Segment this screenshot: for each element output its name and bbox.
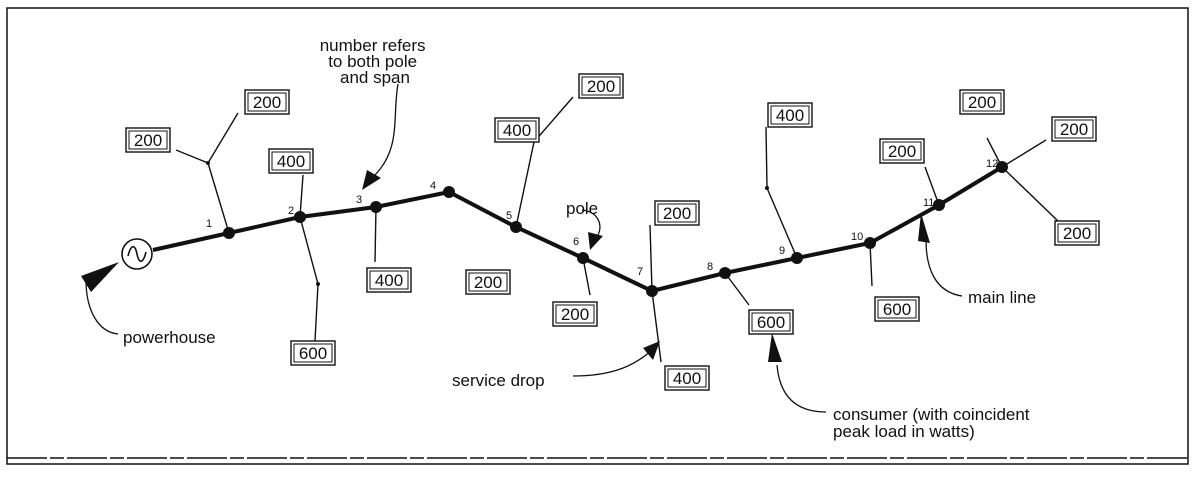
consumer-load-value: 600: [299, 344, 327, 363]
service-drop-label: service drop: [452, 371, 545, 390]
pole-arrowhead: [588, 232, 603, 250]
pole-number: 5: [506, 210, 512, 222]
powerhouse-arrowhead: [81, 262, 119, 292]
consumer-load-value: 200: [888, 142, 916, 161]
consumer-label: consumer (with coincident peak load in w…: [833, 405, 1034, 441]
powerhouse-label: powerhouse: [123, 328, 216, 347]
consumer-load-value: 400: [375, 271, 403, 290]
consumer-load-box: 600: [290, 340, 336, 366]
consumer-load-value: 200: [663, 204, 691, 223]
poles: [223, 161, 1008, 297]
consumer-load-box: 600: [748, 309, 794, 335]
pole-number: 10: [851, 231, 863, 243]
service-drop-arrowhead: [643, 341, 660, 360]
pole-dot: [933, 199, 945, 211]
pole-dot: [791, 252, 803, 264]
consumer-load-box: 400: [268, 148, 314, 174]
consumer-load-box: 600: [874, 296, 920, 322]
pole-dot: [443, 186, 455, 198]
consumer-load-box: 200: [552, 301, 598, 327]
consumer-load-box: 200: [244, 89, 290, 115]
pole-number: 6: [573, 236, 579, 248]
consumer-load-box: 200: [578, 73, 624, 99]
consumer-load-value: 200: [561, 305, 589, 324]
pole-dot: [646, 285, 658, 297]
consumer-load-box: 200: [125, 127, 171, 153]
pole-dot: [577, 252, 589, 264]
pole-number: 8: [707, 261, 713, 273]
consumer-load-box: 200: [1054, 220, 1100, 246]
annotation-leaders: [81, 83, 963, 413]
pole-number: 1: [206, 218, 212, 230]
number-refers-label: number refers to both pole and span: [320, 36, 431, 87]
main-line-label: main line: [968, 288, 1036, 307]
pole-number: 9: [779, 245, 785, 257]
consumer-load-value: 400: [673, 369, 701, 388]
consumer-load-value: 200: [134, 131, 162, 150]
consumer-load-value: 400: [503, 121, 531, 140]
consumer-load-box: 200: [465, 269, 511, 295]
consumer-load-box: 400: [664, 365, 710, 391]
pole-dot: [996, 161, 1008, 173]
consumer-load-value: 200: [1060, 120, 1088, 139]
pole-number: 12: [986, 158, 998, 170]
service-drops: [175, 96, 1061, 363]
consumer-loads: 200 200 400 600 400 200 400 200 200 200 400 400 600 6…: [125, 73, 1100, 391]
consumer-load-box: 200: [959, 89, 1005, 115]
consumer-load-value: 400: [277, 152, 305, 171]
pole-dot: [864, 237, 876, 249]
pole-number: 4: [430, 180, 436, 192]
consumer-load-value: 200: [968, 93, 996, 112]
pole-dot: [510, 221, 522, 233]
pole-number: 3: [356, 194, 362, 206]
consumer-load-value: 200: [474, 273, 502, 292]
consumer-arrowhead: [768, 333, 782, 362]
pole-dot: [370, 201, 382, 213]
ac-generator-icon: [121, 238, 153, 270]
main-line: [152, 165, 1004, 294]
consumer-load-box: 400: [494, 117, 540, 143]
pole-dot: [223, 227, 235, 239]
consumer-load-value: 200: [253, 93, 281, 112]
pole-label: pole: [566, 199, 598, 218]
pole-number: 11: [923, 197, 934, 209]
consumer-load-box: 400: [366, 267, 412, 293]
consumer-load-value: 600: [883, 300, 911, 319]
consumer-load-box: 200: [654, 200, 700, 226]
consumer-load-box: 200: [879, 138, 925, 164]
pole-dot: [294, 211, 306, 223]
consumer-load-value: 600: [757, 313, 785, 332]
consumer-load-box: 400: [767, 102, 813, 128]
consumer-load-value: 400: [776, 106, 804, 125]
pole-dot: [719, 267, 731, 279]
consumer-load-value: 200: [587, 77, 615, 96]
consumer-load-box: 200: [1051, 116, 1097, 142]
pole-number: 2: [288, 205, 294, 217]
diagram-frame: [6, 7, 1189, 465]
consumer-load-value: 200: [1063, 224, 1091, 243]
pole-number: 7: [637, 266, 643, 278]
main-line-arrowhead: [918, 213, 930, 243]
number-refers-arrowhead: [362, 170, 381, 190]
